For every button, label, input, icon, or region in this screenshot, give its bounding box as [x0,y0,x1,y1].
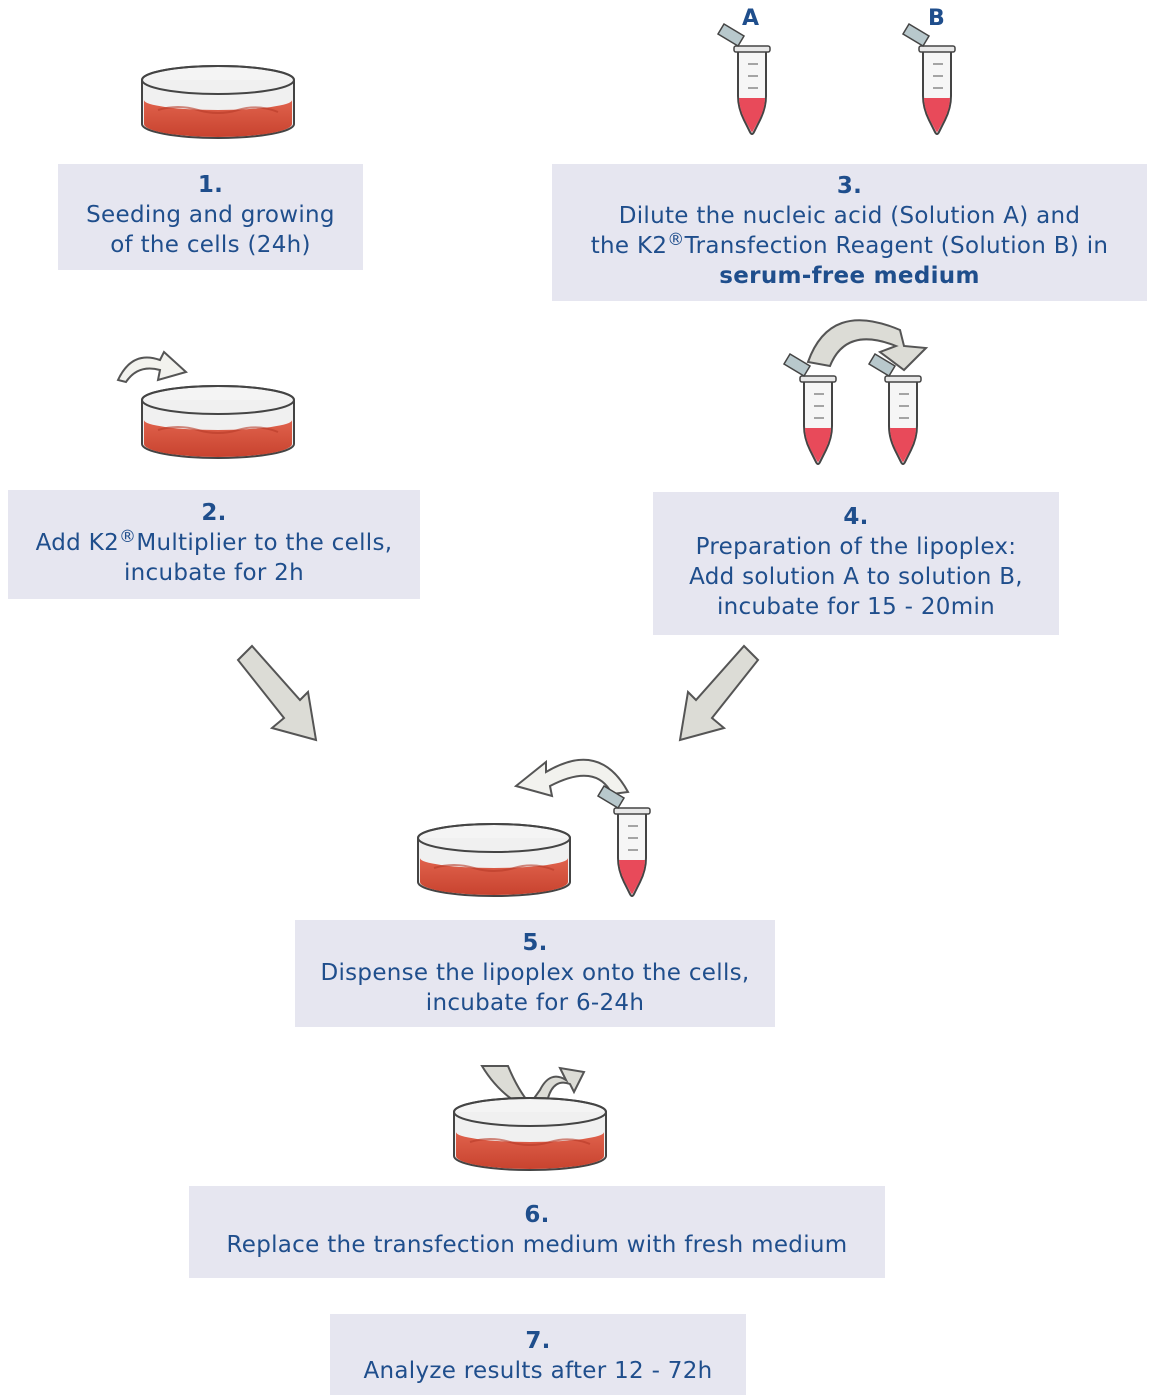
step-number: 5. [522,930,548,956]
dispense-curved-arrow-icon [513,758,630,798]
lipoplex-tube-icon [597,785,651,897]
step-text-line: Add K2®Multiplier to the cells, [35,527,393,557]
culture-dish-icon [453,1097,607,1171]
step-text-line: Replace the transfection medium with fre… [226,1232,848,1258]
diagonal-arrow-left-icon [236,644,318,742]
step-text-emphasis: serum-free medium [719,263,980,289]
tube-b-label: B [928,6,945,31]
add-curved-arrow-icon [116,350,189,384]
step-text-line: incubate for 6-24h [425,990,645,1016]
tube-a-icon [783,353,837,465]
step-5-box: 5. Dispense the lipoplex onto the cells,… [295,920,775,1027]
tube-b-icon [868,353,922,465]
step-text-line: incubate for 15 - 20min [716,594,996,620]
step-number: 1. [197,172,224,198]
tube-b-icon [902,23,956,135]
step-text-line: Add solution A to solution B, [689,564,1023,590]
step-text-line: Seeding and growing [86,202,335,228]
step-text-line: the K2®Transfection Reagent (Solution B)… [590,230,1109,260]
step-3-box: 3. Dilute the nucleic acid (Solution A) … [552,164,1147,301]
step-number: 3. [836,173,863,199]
tube-a-label: A [742,6,760,31]
step-text-line: of the cells (24h) [110,232,311,258]
step-text-line: Analyze results after 12 - 72h [363,1358,713,1384]
culture-dish-icon [141,65,295,139]
transfer-arc-arrow-icon [806,319,929,372]
step-number: 7. [525,1328,551,1354]
step-text-line: Preparation of the lipoplex: [695,534,1017,560]
step-4-box: 4. Preparation of the lipoplex: Add solu… [653,492,1059,635]
step-text-line: Dispense the lipoplex onto the cells, [320,960,750,986]
step-text-line: incubate for 2h [123,560,304,586]
step-7-box: 7. Analyze results after 12 - 72h [330,1314,746,1395]
culture-dish-icon [141,385,295,459]
step-6-box: 6. Replace the transfection medium with … [189,1186,885,1278]
step-number: 4. [843,504,869,530]
step-number: 2. [201,500,227,526]
step-2-box: 2. Add K2®Multiplier to the cells, incub… [8,490,420,599]
diagonal-arrow-right-icon [678,644,760,742]
step-text-line: Dilute the nucleic acid (Solution A) and [618,203,1081,229]
step-1-box: 1. Seeding and growing of the cells (24h… [58,164,363,270]
step-number: 6. [524,1202,550,1228]
culture-dish-icon [417,823,571,897]
tube-a-icon [717,23,771,135]
